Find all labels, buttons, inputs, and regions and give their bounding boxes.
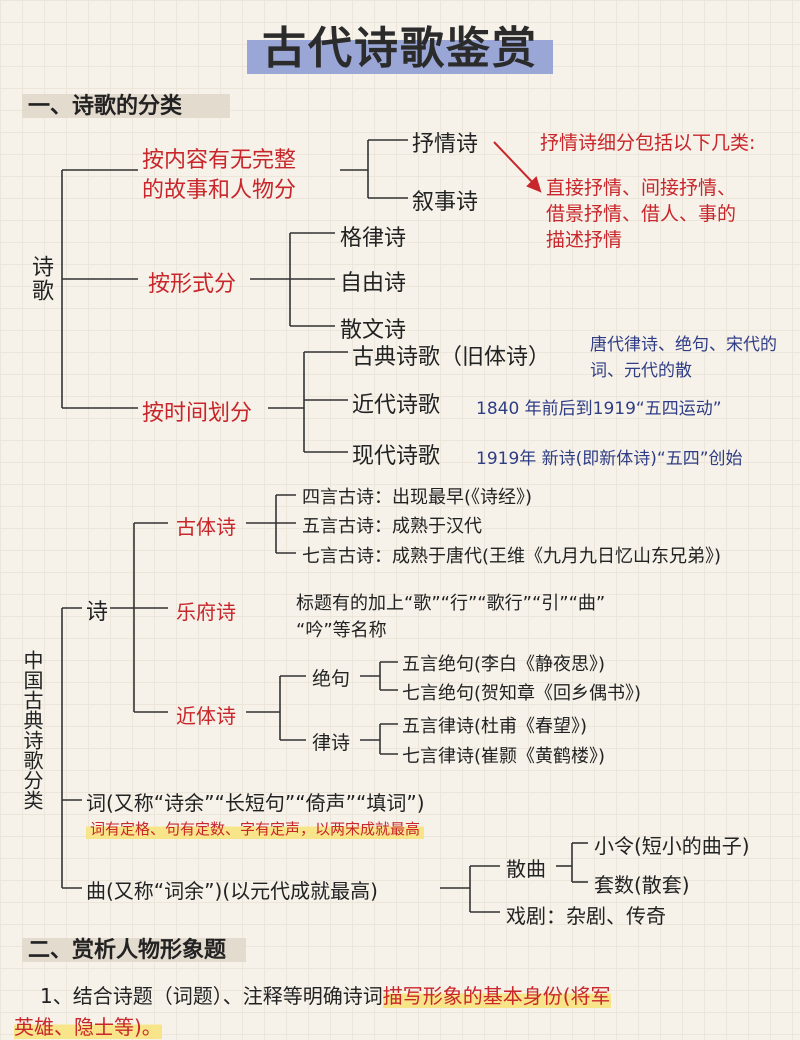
lyric-note-1: 抒情诗细分包括以下几类:	[540, 132, 756, 154]
yuefu-note-2: “吟”等名称	[296, 620, 387, 641]
lvshi-item-1: 五言律诗(杜甫《春望》)	[402, 716, 588, 737]
section2-line2-text: 英雄、隐士等)。	[14, 1015, 162, 1039]
section-heading-1: 一、诗歌的分类	[28, 94, 183, 119]
time-note-1: 唐代律诗、绝句、宋代的	[590, 335, 777, 355]
branch-sanqu: 散曲	[506, 857, 546, 881]
ci-note: 词有定格、句有定数、字有定声，以两宋成就最高	[86, 818, 425, 839]
branch-lvshi: 律诗	[312, 732, 351, 754]
item-prose-poem: 散文诗	[340, 318, 407, 343]
title-highlight	[247, 40, 553, 74]
item-metrical-poetry: 格律诗	[340, 226, 407, 251]
lyric-note-4: 描述抒情	[546, 229, 623, 251]
yuefu-note-1: 标题有的加上“歌”“行”“歌行”“引”“曲”	[296, 593, 606, 614]
tree2-root: 中国古典诗歌分类	[20, 650, 44, 810]
jueju-item-2: 七言绝句(贺知章《回乡偶书》)	[402, 683, 642, 704]
branch-content-line2: 的故事和人物分	[142, 178, 297, 203]
item-free-verse: 自由诗	[340, 271, 407, 296]
page-title: 古代诗歌鉴赏	[262, 23, 538, 74]
tree1-root: 诗歌	[28, 255, 53, 303]
branch-qu: 曲(又称“词余”)(以元代成就最高)	[86, 879, 378, 903]
branch-jueju: 绝句	[312, 668, 351, 690]
branch-shi: 诗	[86, 600, 109, 625]
guti-item-3: 七言古诗：成熟于唐代(王维《九月九日忆山东兄弟》)	[302, 546, 722, 567]
item-classical-poetry: 古典诗歌（旧体诗）	[352, 345, 551, 370]
item-modern-era-poetry: 近代诗歌	[352, 393, 441, 418]
section-highlight	[22, 94, 230, 118]
branch-xiju: 戏剧：杂剧、传奇	[506, 904, 666, 928]
branch-yuefu: 乐府诗	[176, 600, 236, 624]
jueju-item-1: 五言绝句(李白《静夜思》)	[402, 654, 606, 675]
branch-ci: 词(又称“诗余”“长短句”“倚声”“填词”)	[86, 791, 425, 815]
section2-line1-prefix: 1、结合诗题（词题）、注释等明确诗词	[40, 984, 383, 1008]
item-lyric-poetry: 抒情诗	[412, 132, 479, 157]
item-contemporary-poetry: 现代诗歌	[352, 444, 441, 469]
branch-content-line1: 按内容有无完整	[142, 148, 297, 173]
sanqu-item-2: 套数(散套)	[594, 873, 690, 897]
lyric-note-2: 直接抒情、间接抒情、	[546, 177, 737, 199]
branch-jinti: 近体诗	[176, 704, 236, 728]
guti-item-2: 五言古诗：成熟于汉代	[302, 516, 482, 537]
section2-line1-highlight: 描写形象的基本身份(将军	[382, 984, 611, 1008]
section-heading-2: 二、赏析人物形象题	[28, 938, 227, 963]
guti-item-1: 四言古诗：出现最早(《诗经》)	[302, 487, 533, 508]
branch-time: 按时间划分	[142, 401, 253, 426]
time-note-3: 1840 年前后到1919“五四运动”	[476, 399, 722, 419]
time-note-2: 词、元代的散	[590, 361, 692, 381]
sanqu-item-1: 小令(短小的曲子)	[594, 834, 750, 858]
section2-line1: 1、结合诗题（词题）、注释等明确诗词描写形象的基本身份(将军	[40, 980, 611, 1009]
lvshi-item-2: 七言律诗(崔颢《黄鹤楼》)	[402, 746, 606, 767]
section2-line2: 英雄、隐士等)。	[14, 1011, 162, 1040]
lyric-note-3: 借景抒情、借人、事的	[546, 203, 737, 225]
branch-form: 按形式分	[148, 272, 237, 297]
section-highlight	[22, 938, 246, 962]
branch-guti: 古体诗	[176, 515, 236, 539]
item-narrative-poetry: 叙事诗	[412, 190, 479, 215]
time-note-4: 1919年 新诗(即新体诗)“五四”创始	[476, 449, 743, 469]
